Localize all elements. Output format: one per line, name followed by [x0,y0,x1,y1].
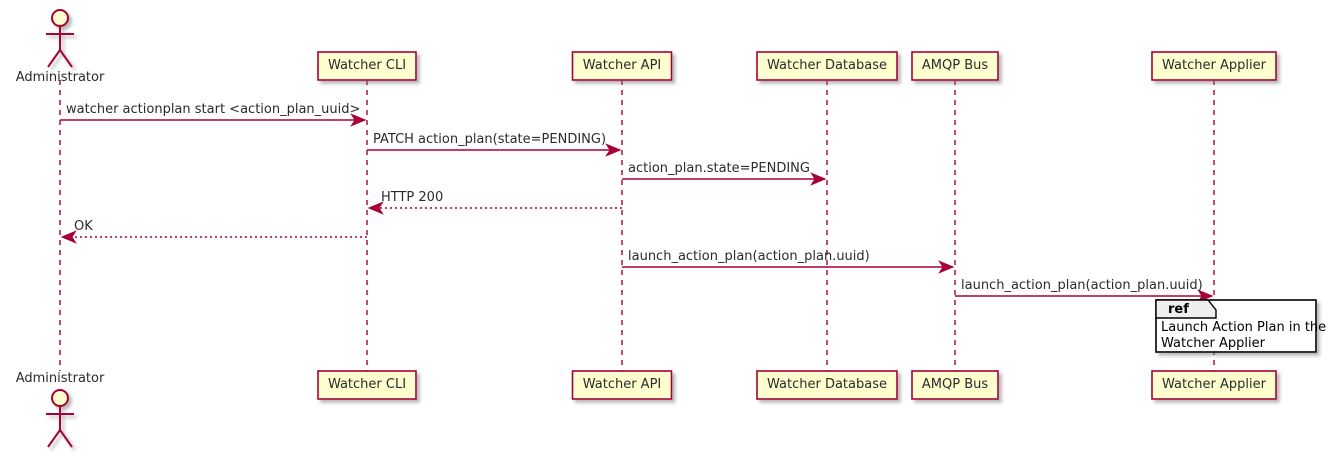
message-2-label: action_plan.state=PENDING [628,161,810,176]
participant-label-watcher-applier-top: Watcher Applier [1162,58,1266,73]
ref-box[interactable] [1155,299,1317,353]
message-0-label: watcher actionplan start <action_plan_uu… [66,102,361,117]
participant-box-watcher-cli-top[interactable] [317,51,417,81]
actor-leg-right [59,49,73,68]
participant-box-watcher-api-bottom[interactable] [571,370,673,400]
actor-figure-administrator-bottom[interactable] [46,389,74,448]
actor-head [51,389,69,407]
participant-label-watcher-api-top: Watcher API [582,58,662,73]
participant-box-watcher-applier-top[interactable] [1151,51,1277,81]
participant-label-amqp-bus-top: AMQP Bus [921,58,989,73]
participant-box-watcher-database-top[interactable] [756,51,898,81]
participant-box-amqp-bus-bottom[interactable] [911,370,999,400]
ref-box-tab [1155,299,1217,319]
ref-keyword-label: ref [1168,302,1189,317]
participant-box-watcher-database-bottom[interactable] [756,370,898,400]
participant-label-watcher-api-bottom: Watcher API [582,377,662,392]
participant-box-amqp-bus-top[interactable] [911,51,999,81]
participant-label-watcher-applier-bottom: Watcher Applier [1162,377,1266,392]
message-1-label: PATCH action_plan(state=PENDING) [373,132,607,147]
actor-leg-left [47,49,61,68]
participant-label-watcher-database-bottom: Watcher Database [767,377,887,392]
ref-body-text: Launch Action Plan in the Watcher Applie… [1161,320,1327,351]
actor-head [51,9,69,27]
message-5-label: launch_action_plan(action_plan.uuid) [628,249,870,264]
actor-leg-right [59,429,73,448]
participant-box-watcher-applier-bottom[interactable] [1151,370,1277,400]
participant-label-amqp-bus-bottom: AMQP Bus [921,377,989,392]
message-6-label: launch_action_plan(action_plan.uuid) [961,278,1203,293]
participant-box-watcher-cli-bottom[interactable] [317,370,417,400]
participant-label-watcher-cli-bottom: Watcher CLI [327,377,407,392]
participant-label-watcher-database-top: Watcher Database [767,58,887,73]
actor-figure-administrator-top[interactable] [46,9,74,68]
message-3-label: HTTP 200 [381,190,444,205]
participant-label-watcher-cli-top: Watcher CLI [327,58,407,73]
message-4-label: OK [74,219,93,234]
actor-label-administrator-top: Administrator [15,70,105,85]
participant-box-watcher-api-top[interactable] [571,51,673,81]
actor-label-administrator-bottom: Administrator [15,371,105,386]
actor-leg-left [47,429,61,448]
